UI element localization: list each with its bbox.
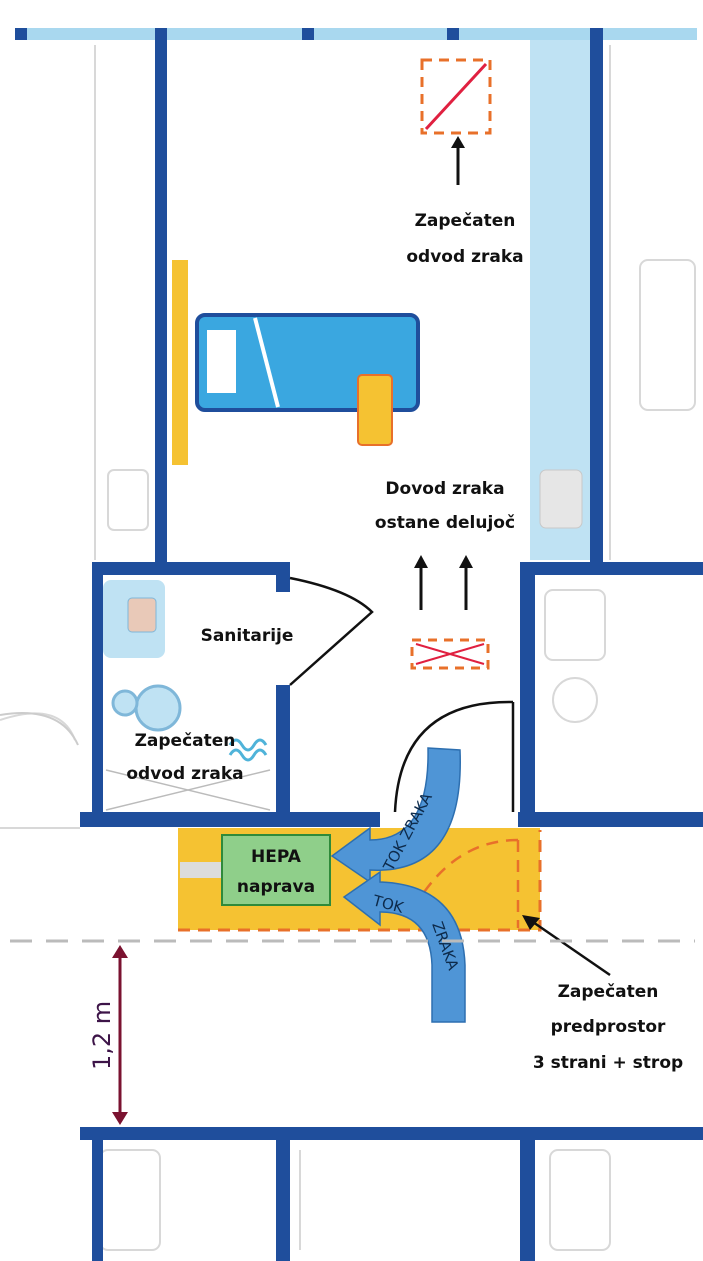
hepa-label-2: naprava	[237, 877, 315, 897]
neighbour-rooms	[0, 45, 696, 1251]
exhaust-bath-label-2: odvod zraka	[126, 764, 243, 784]
room-door	[393, 700, 515, 813]
anteroom-label-2: predprostor	[551, 1017, 666, 1037]
airflow-arrow-lower-icon: TOK ZRAKA	[342, 870, 466, 1023]
exhaust-bath-label-1: Zapečaten	[135, 731, 236, 751]
sanitary-label: Sanitarije	[201, 626, 294, 646]
sealed-exhaust-top-icon	[420, 58, 492, 135]
pointer-arrow-icon	[522, 915, 611, 977]
exhaust-top-label-2: odvod zraka	[406, 247, 523, 267]
supply-label-1: Dovod zraka	[385, 479, 504, 499]
walls	[80, 28, 703, 1261]
supply-label-2: ostane delujoč	[375, 513, 515, 533]
hepa-label-1: HEPA	[251, 847, 302, 867]
yellow-panel	[172, 260, 188, 465]
neighbour-door	[0, 712, 79, 746]
hepa-device: HEPA naprava	[221, 834, 331, 906]
supply-arrows-icon	[414, 555, 473, 610]
anteroom-label-1: Zapečaten	[558, 982, 659, 1002]
dimension-arrow-icon	[112, 945, 128, 1125]
anteroom-label-3: 3 strani + strop	[533, 1053, 683, 1073]
bathroom-fixtures	[103, 580, 271, 811]
sink-icon	[539, 469, 583, 529]
exhaust-top-label-1: Zapečaten	[415, 211, 516, 231]
arrow-up-icon	[451, 136, 465, 185]
supply-vent-icon	[410, 638, 490, 670]
bathroom-door	[289, 576, 374, 686]
chair-icon	[357, 374, 393, 446]
distance-label: 1,2 m	[88, 1001, 116, 1070]
